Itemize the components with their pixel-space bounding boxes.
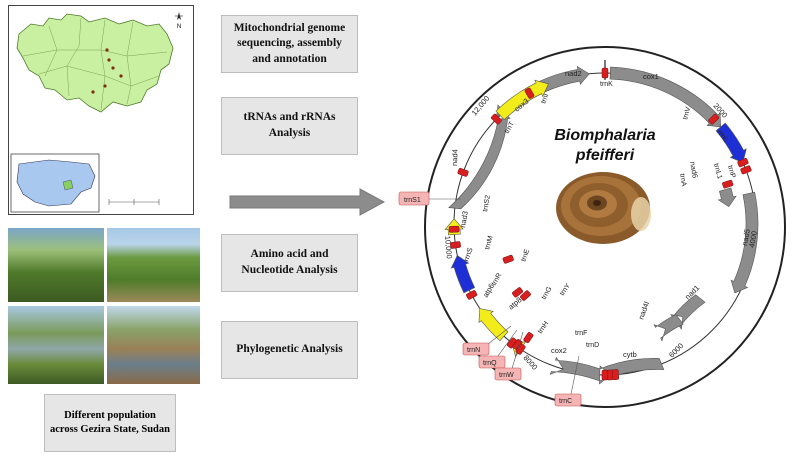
gene-label-nad6: nad6 [688, 161, 700, 179]
trna-marker-trnM [450, 241, 461, 249]
district-borders [22, 17, 168, 111]
trna-marker-trnG [512, 287, 523, 298]
trna-label-trnK: trnK [600, 81, 613, 88]
trna-box-label-trnN: trnN [467, 347, 480, 354]
flow-arrow [229, 188, 386, 216]
gene-label-nad5: nad5 [740, 228, 752, 246]
step-genome-sequencing: Mitochondrial genome sequencing, assembl… [221, 15, 358, 73]
tick-10000: 10,000 [443, 235, 454, 259]
habitat-photo-1 [8, 228, 104, 302]
trna-label-trnH: trnH [537, 320, 550, 335]
trna-box-label-trnQ: trnQ [483, 360, 497, 367]
north-arrow: N [175, 12, 183, 30]
trna-label-trnI: trnI [540, 93, 550, 105]
snail-shell-image [556, 172, 651, 244]
trna-box-label-trnS1: trnS1 [404, 197, 421, 204]
trna-marker-trnK [601, 67, 609, 79]
trna-label-trnD: trnD [586, 342, 599, 349]
gene-arrow-nad4l [653, 314, 684, 342]
gene-label-nad3: nad3 [458, 210, 470, 228]
gene-arrow-nad5 [730, 191, 759, 294]
trna-marker-trnV [708, 113, 719, 125]
species-name-genus: Biomphalaria [554, 127, 655, 144]
trna-marker-trnR [466, 290, 478, 300]
gene-arrow-atp6 [478, 308, 509, 342]
gene-arrow-nad6 [717, 187, 737, 208]
tick-4000: 4000 [747, 230, 759, 248]
gene-label-nad2: nad2 [565, 69, 582, 78]
trna-label-trnY: trnY [559, 282, 572, 297]
trna-box-trnS1: trnS1 [398, 191, 461, 206]
trna-box-trnQ: trnQ [478, 329, 518, 369]
trna-box-label-trnW: trnW [499, 372, 514, 379]
habitat-photo-2 [107, 228, 200, 302]
trna-marker-trnA [722, 179, 734, 189]
gene-label-nad4: nad4 [450, 149, 460, 166]
tick-8000: 8000 [522, 353, 540, 371]
trna-markers [448, 67, 752, 381]
gene-label-cytb: cytb [623, 350, 637, 359]
trna-label-trnG: trnG [541, 286, 554, 301]
gene-label-rrnS: rrnS [461, 246, 474, 262]
gene-arrow-cox2 [549, 356, 601, 382]
trna-label-trnS2: trnS2 [482, 195, 492, 213]
trna-label-trnF: trnF [575, 330, 587, 337]
gezira-map: N [8, 5, 194, 215]
trna-label-trnV: trnV [682, 106, 692, 121]
trna-marker-trnS1 [457, 167, 469, 177]
trna-marker-trnY [520, 290, 531, 301]
sudan-outline [16, 159, 96, 207]
gene-label-nad4l: nad4l [636, 300, 651, 321]
gene-arcs [444, 65, 759, 385]
trna-marker-trnE [502, 254, 514, 264]
gene-arrow-cox1 [609, 66, 721, 128]
trna-label-trnP: trnP [726, 165, 736, 180]
species-name-epithet: pfeifferi [575, 147, 635, 164]
step-trna-rrna-analysis: tRNAs and rRNAs Analysis [221, 97, 358, 155]
trna-label-trnL1: trnL1 [712, 163, 723, 180]
trna-label-trnE: trnE [520, 248, 531, 263]
mitogenome-map: 2000 4000 6000 8000 10,000 12,000 nad2 c… [398, 46, 786, 408]
gezira-highlight [62, 179, 74, 191]
compass-label: N [177, 24, 181, 30]
step-amino-acid-analysis: Amino acid and Nucleotide Analysis [221, 234, 358, 292]
population-caption: Different population across Gezira State… [44, 394, 176, 452]
trna-marker-trnI [524, 87, 535, 99]
trna-marker-trnT [491, 113, 502, 125]
step-phylogenetic-analysis: Phylogenetic Analysis [221, 321, 358, 379]
gene-arrow-rrnS [450, 254, 476, 294]
trna-box-trnC: trnC [554, 355, 582, 407]
outer-ring [424, 46, 786, 408]
trna-marker-trnL1 [737, 158, 749, 168]
trna-label-trnM: trnM [484, 235, 494, 250]
trna-box-trnW: trnW [494, 331, 524, 381]
sample-site-markers [91, 48, 123, 94]
trna-marker-trnH [523, 332, 534, 344]
trna-box-label-trnC: trnC [559, 398, 572, 405]
gene-arrow-rrnL [715, 122, 747, 163]
gene-label-cox2: cox2 [551, 346, 567, 355]
trna-marker-trnP [740, 165, 752, 175]
trna-marker-trnC [612, 369, 620, 380]
trna-label-trnR: trnR [491, 272, 504, 287]
gene-arrow-cox3 [495, 79, 549, 121]
tick-6000: 6000 [667, 341, 685, 359]
trna-box-trnN: trnN [462, 325, 512, 356]
trna-label-trnA: trnA [678, 173, 687, 187]
trna-marker-trnS2 [448, 225, 460, 233]
habitat-photo-4 [107, 306, 200, 384]
gene-label-cox1: cox1 [643, 72, 659, 81]
gezira-state-region [16, 13, 174, 113]
habitat-photo-3 [8, 306, 104, 384]
scale-bar [108, 199, 160, 205]
map-graphic: N [10, 12, 183, 213]
